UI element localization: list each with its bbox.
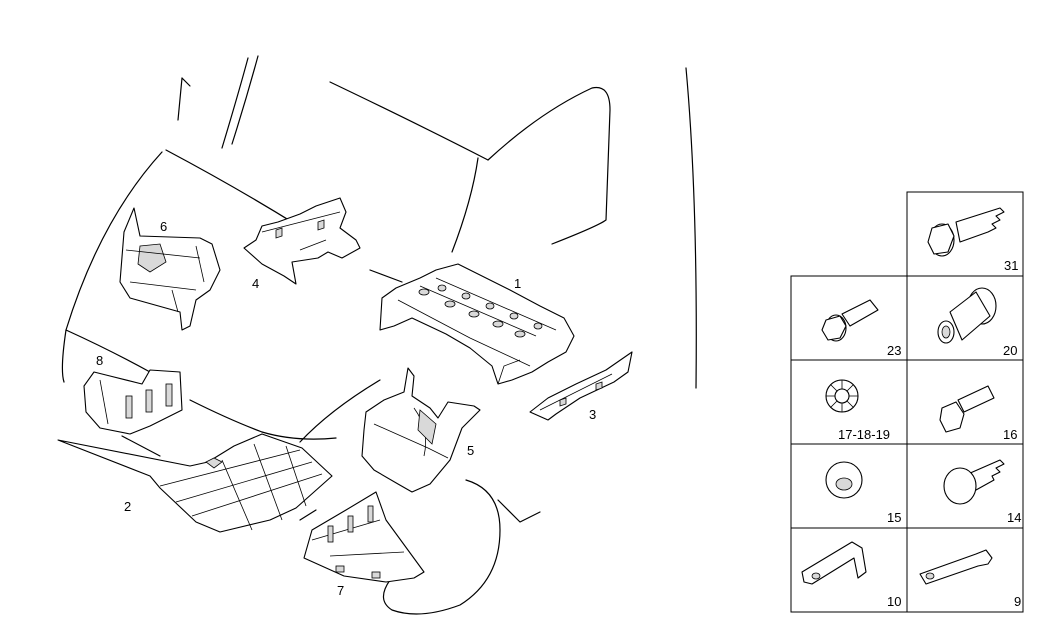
part-6-wheel-arch-panel [119, 207, 221, 331]
vehicle-outline [61, 55, 697, 615]
legend-label-31: 31 [1004, 258, 1018, 273]
self-tapping-flange-screw-icon [927, 207, 1005, 257]
legend-label-9: 9 [1014, 594, 1021, 609]
flange-bolt-icon [821, 299, 879, 342]
legend-cell-9: 9 [906, 527, 1024, 613]
expanding-nut-icon [937, 287, 997, 344]
angle-bracket-icon [801, 541, 867, 585]
legend-label-15: 15 [887, 510, 901, 525]
legend-cell-31: 31 [906, 191, 1024, 277]
callout-3: 3 [589, 407, 596, 422]
spring-washer-clip-icon [825, 379, 859, 413]
part-4-upper-panel [243, 197, 361, 285]
legend-label-20: 20 [1003, 343, 1017, 358]
callout-4: 4 [252, 276, 259, 291]
legend-cell-14: 14 [906, 443, 1024, 529]
legend-label-17-18-19: 17-18-19 [838, 427, 890, 442]
callout-7: 7 [337, 583, 344, 598]
callouts: 1 2 3 4 5 6 7 8 [96, 219, 596, 598]
part-7-lower-shield [303, 491, 425, 583]
hardware-legend: 31 23 20 [790, 191, 1024, 613]
legend-cell-23: 23 [790, 275, 908, 361]
callout-8: 8 [96, 353, 103, 368]
part-2-underbody-shield [57, 433, 333, 533]
legend-cell-16: 16 [906, 359, 1024, 445]
hex-bolt-icon [939, 385, 995, 433]
round-head-screw-icon [943, 459, 1005, 505]
part-8-lower-bracket [83, 369, 183, 435]
legend-cell-10: 10 [790, 527, 908, 613]
callout-1: 1 [514, 276, 521, 291]
legend-cell-20: 20 [906, 275, 1024, 361]
part-1-floor-tray [379, 263, 575, 385]
push-clip-icon [825, 461, 863, 499]
part-3-side-strip [529, 351, 633, 421]
legend-label-16: 16 [1003, 427, 1017, 442]
legend-label-10: 10 [887, 594, 901, 609]
part-5-front-arch [361, 367, 481, 493]
legend-cell-17-18-19: 17-18-19 [790, 359, 908, 445]
legend-label-14: 14 [1007, 510, 1021, 525]
callout-5: 5 [467, 443, 474, 458]
callout-2: 2 [124, 499, 131, 514]
callout-6: 6 [160, 219, 167, 234]
legend-cell-15: 15 [790, 443, 908, 529]
flat-bracket-icon [919, 549, 993, 585]
legend-label-23: 23 [887, 343, 901, 358]
